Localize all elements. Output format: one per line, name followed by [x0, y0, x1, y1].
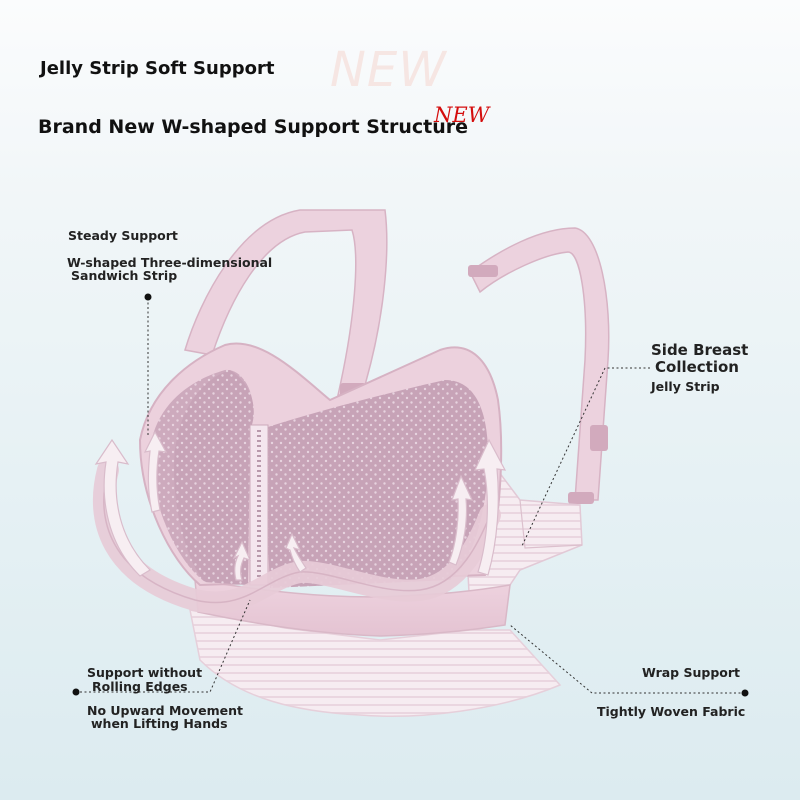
steady-support-label: Steady Support [68, 228, 178, 243]
upward-movement-label-line2: when Lifting Hands [91, 716, 228, 731]
headline-line2: Brand New W-shaped Support Structure [38, 116, 469, 138]
side-breast-label-line1: Side Breast [651, 341, 749, 359]
wrap-support-label: Wrap Support [642, 665, 740, 680]
side-breast-label-line2: Collection [655, 358, 739, 376]
arrow-right-outer-icon [474, 438, 507, 576]
upward-movement-label-line1: No Upward Movement [87, 703, 243, 718]
headline-line1: Jelly Strip Soft Support [40, 58, 275, 79]
support-arrows [94, 430, 507, 581]
arrow-left-inner-icon [143, 430, 168, 513]
ghost-new-badge: NEW [330, 42, 447, 98]
callout-leaders [80, 298, 745, 694]
arrow-right-inner-icon [448, 474, 474, 566]
callout-dots [72, 293, 749, 697]
left-cup-inner [174, 370, 254, 585]
sandwich-strip-label-line2: Sandwich Strip [71, 268, 178, 283]
jelly-strip-label: Jelly Strip [651, 379, 720, 394]
rolling-edges-label-line1: Support without [87, 665, 203, 680]
right-strap [468, 227, 610, 504]
sandwich-strip-label-line1: W-shaped Three-dimensional [67, 255, 273, 270]
rolling-edges-label-line2: Rolling Edges [92, 679, 188, 694]
arrow-center-left-icon [232, 540, 252, 581]
woven-fabric-label: Tightly Woven Fabric [597, 704, 746, 719]
right-cup [265, 380, 489, 588]
center-gore [249, 424, 269, 586]
arrow-left-outer-icon [94, 438, 151, 577]
arrow-center-right-icon [285, 532, 307, 573]
new-badge: NEW [434, 103, 490, 127]
